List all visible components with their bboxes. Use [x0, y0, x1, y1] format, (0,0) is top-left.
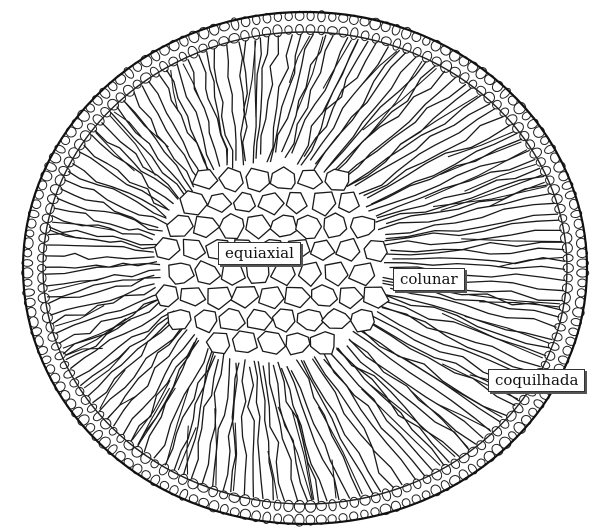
columnar-grain-boundary: [88, 319, 171, 396]
chill-grain: [251, 27, 261, 40]
columnar-grain-branch: [246, 40, 256, 115]
chill-grain: [564, 274, 573, 282]
chill-grain: [360, 30, 370, 41]
columnar-grain-boundary: [144, 340, 199, 452]
columnar-grain-boundary: [371, 133, 517, 204]
columnar-grain-boundary: [184, 356, 216, 475]
chill-grain: [38, 273, 47, 284]
chill-grain: [562, 283, 573, 293]
columnar-grain-branch: [63, 320, 131, 349]
equiaxed-grain: [364, 241, 387, 262]
columnar-grain-boundary: [227, 45, 236, 161]
chill-grain: [272, 24, 282, 37]
chill-grain: [38, 265, 46, 272]
chill-grain: [391, 38, 402, 51]
columnar-grain-boundary: [276, 34, 314, 152]
columnar-grain-boundary: [248, 367, 255, 498]
columnar-zone-label: colunar: [393, 268, 465, 291]
columnar-grain-boundary: [60, 189, 158, 228]
chill-grain: [338, 27, 348, 38]
columnar-grain-boundary: [314, 50, 400, 169]
columnar-grain-boundary: [66, 302, 160, 360]
chill-grain: [562, 242, 573, 253]
chill-grain: [349, 497, 359, 508]
columnar-grain-boundary: [174, 349, 213, 470]
chill-grain: [359, 494, 371, 506]
chill-grain: [262, 27, 272, 38]
chill-grain: [262, 499, 271, 509]
columnar-grain-boundary: [242, 359, 247, 495]
chill-grain: [38, 233, 49, 243]
columnar-grain-boundary: [99, 325, 183, 412]
chill-grain: [306, 25, 315, 35]
columnar-grain-boundary: [45, 253, 154, 259]
columnar-grain-boundary: [323, 352, 416, 479]
columnar-grain-branch: [489, 182, 545, 206]
columnar-grain-branch: [132, 380, 170, 440]
chill-grain: [38, 293, 50, 304]
columnar-grain-boundary: [46, 245, 153, 252]
chill-grain: [274, 500, 282, 511]
chill-grain: [296, 24, 304, 34]
columnar-grain-boundary: [207, 51, 228, 165]
columnar-grain-branch: [363, 68, 437, 130]
chill-grain: [38, 243, 47, 253]
columnar-grain-boundary: [391, 242, 564, 252]
chill-grain: [24, 249, 32, 257]
columnar-grain-branch: [215, 408, 217, 485]
columnar-grain-boundary: [392, 258, 565, 264]
columnar-grain-branch: [110, 116, 155, 175]
chill-grain: [294, 500, 304, 512]
columnar-grain-boundary: [367, 125, 511, 198]
chill-grain: [563, 254, 573, 262]
chill-zone-label: coquilhada: [488, 369, 585, 392]
chill-grain: [283, 500, 293, 512]
columnar-grain-boundary: [355, 104, 490, 186]
columnar-grain-boundary: [266, 34, 292, 164]
chill-grain: [316, 501, 326, 511]
columnar-grain-boundary: [148, 81, 205, 184]
columnar-grain-boundary: [348, 96, 481, 186]
chill-grain: [563, 264, 573, 273]
columnar-grain-branch: [437, 404, 491, 430]
chill-grain: [305, 500, 316, 512]
chill-grain: [240, 30, 251, 42]
chill-grain: [318, 25, 326, 35]
columnar-grain-branch: [370, 385, 455, 457]
equiaxed-grain: [325, 169, 349, 190]
chill-grain: [561, 292, 571, 303]
columnar-grain-boundary: [359, 109, 495, 195]
equiaxial-zone-label: equiaxial: [218, 242, 301, 265]
chill-grain: [239, 494, 251, 507]
chill-grain: [350, 27, 359, 40]
columnar-grain-boundary: [117, 107, 189, 195]
columnar-grain-boundary: [177, 64, 214, 170]
columnar-grain-boundary: [154, 348, 208, 458]
columnar-grain-boundary: [296, 359, 360, 496]
chill-grain: [370, 492, 381, 504]
columnar-grain-boundary: [386, 214, 558, 239]
columnar-grain-boundary: [363, 331, 501, 423]
columnar-grain-boundary: [315, 52, 406, 164]
equiaxed-grain: [233, 331, 258, 353]
chill-grain: [38, 284, 48, 293]
columnar-grain-branch: [255, 40, 256, 117]
chill-grain: [37, 254, 46, 262]
columnar-grain-boundary: [256, 36, 269, 158]
chill-grain: [328, 499, 337, 511]
chill-grain: [381, 488, 392, 502]
columnar-grain-boundary: [55, 292, 166, 334]
columnar-grain-branch: [187, 426, 188, 475]
